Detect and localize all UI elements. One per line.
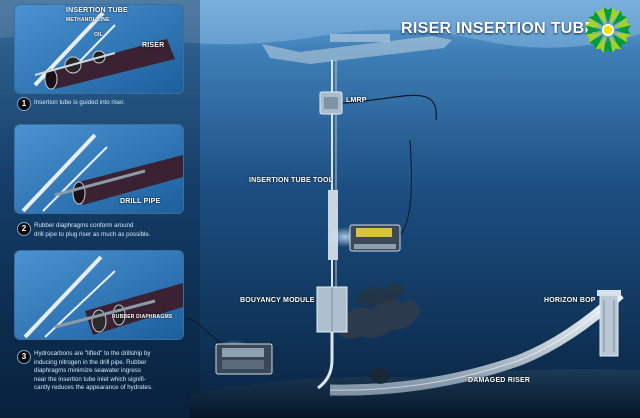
step-2-text: Rubber diaphragms conform around drill p… [34,222,151,238]
logo-petal [594,35,606,54]
logo-petal [588,10,604,26]
step-3-text: Hydrocarbons are "lifted" to the drillsh… [34,350,153,391]
label-insertion-tube-tool: INSERTION TUBE TOOL [249,177,334,184]
logo-petal [584,32,603,44]
panel-drill-pipe [14,124,184,214]
step-2-number: 2 [17,222,31,236]
label-riser: RISER [142,42,165,49]
rov-tether-right [342,94,437,121]
sediment-cloud-2 [355,283,404,307]
logo-petal [610,6,622,25]
panel-insertion-tube [14,4,184,94]
step-1-number: 1 [17,97,31,111]
step-1-text: Insertion tube is guided into riser. [34,99,125,106]
logo-petal [612,10,628,26]
label-rubber-diaphragms: RUBBER DIAPHRAGMS [112,314,173,320]
drillship-hull [262,36,452,64]
logo-petal [603,36,613,53]
logo-petal [613,16,632,28]
step-3-number: 3 [17,350,31,364]
label-bouyancy-module: BOUYANCY MODULE [240,297,315,304]
rov-upper [349,224,401,252]
logo-petal [594,6,606,25]
label-damaged-riser: DAMAGED RISER [468,377,531,384]
logo-petal [610,35,622,54]
step-1: 1 Insertion tube is guided into riser. [17,97,217,111]
label-lmrp: LMRP [346,97,367,104]
label-drill-pipe: DRILL PIPE [120,198,161,205]
logo-petal [613,32,632,44]
riser-to-seabed [317,332,334,390]
label-horizon-bop: HORIZON BOP [544,297,596,304]
sediment-cloud [335,298,420,339]
step-3: 3 Hydrocarbons are "lifted" to the drill… [17,350,217,396]
logo-petal [588,34,604,50]
logo-petal [584,16,603,28]
insertion-tube-tool [328,190,338,260]
step-2: 2 Rubber diaphragms conform around drill… [17,222,217,244]
label-insertion-tube: INSERTION TUBE [66,7,128,14]
seabed [190,369,640,418]
drillship-deck [330,34,390,42]
logo-petal [612,34,628,50]
rov-lower [215,343,273,375]
label-methanol-line: METHANOL LINE [66,17,110,23]
panel-rubber-diaphragms [14,250,184,340]
bp-logo-icon [584,6,632,54]
page-title: RISER INSERTION TUBE [401,20,596,37]
label-oil: OIL [94,32,103,38]
logo-petal [585,25,602,35]
logo-petal [614,25,631,35]
horizon-bop-stack [597,290,621,357]
logo-petal [603,7,613,24]
